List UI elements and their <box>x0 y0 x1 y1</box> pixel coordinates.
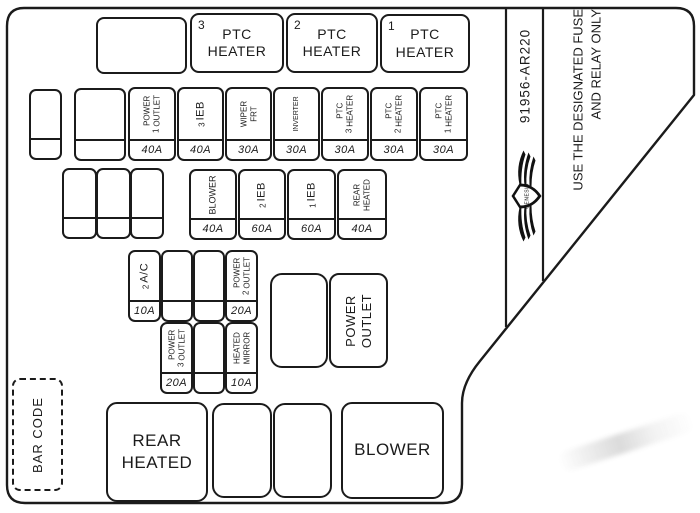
fuse-prefix: 1 <box>443 128 453 134</box>
fuse-label: POWER OUTLET <box>231 257 251 289</box>
empty-fuse-slot <box>130 168 164 239</box>
relay-label: PTC HEATER <box>207 25 267 60</box>
fuse-amp: 40A <box>191 218 235 238</box>
fuse-wiper-frt: WIPER FRT 30A <box>225 87 272 161</box>
fuse-amp: 30A <box>372 139 416 159</box>
empty-relay-slot <box>96 17 187 74</box>
fuse-label: PTC HEATER <box>433 94 453 127</box>
fuse-amp: 10A <box>130 300 159 320</box>
fuse-prefix: 3 <box>344 128 354 134</box>
outline-path <box>5 6 696 505</box>
fuse-amp: 20A <box>227 300 256 320</box>
empty-fuse-slot <box>74 88 126 161</box>
relay-prefix: 1 <box>388 19 395 33</box>
relay-power-outlet: POWER OUTLET <box>329 273 388 368</box>
relay-blower: BLOWER <box>341 402 444 499</box>
empty-fuse-slot <box>193 322 225 394</box>
empty-fuse-slot <box>29 89 62 160</box>
relay-prefix: 3 <box>198 18 205 32</box>
fuse-blower: BLOWER 40A <box>189 169 237 240</box>
fuse-label: POWER OUTLET <box>142 95 161 127</box>
fuse-rear-heated: REAR HEATED 40A <box>337 169 387 240</box>
fuse-amp: 30A <box>323 139 367 159</box>
fuse-1-ptc-heater: 1 PTC HEATER 30A <box>419 87 468 161</box>
fuse-amp <box>64 217 95 237</box>
fuse-prefix: 3 <box>197 122 207 127</box>
relay-rear-heated: REAR HEATED <box>106 402 208 502</box>
fuse-3-ptc-heater: 3 PTC HEATER 30A <box>321 87 369 161</box>
fuse-amp <box>163 300 191 320</box>
empty-relay-slot <box>212 403 272 498</box>
fuse-amp <box>76 139 124 159</box>
fuse-amp: 40A <box>130 139 174 159</box>
empty-fuse-slot <box>193 250 225 322</box>
relay-2-ptc-heater: 2 PTC HEATER <box>286 13 378 73</box>
fuse-prefix: 2 <box>393 128 403 134</box>
relay-1-ptc-heater: 1 PTC HEATER <box>380 14 470 73</box>
empty-relay-slot <box>273 403 332 498</box>
relay-label: PTC HEATER <box>302 25 362 60</box>
fuse-3-power-outlet: 3 POWER OUTLET 20A <box>160 322 193 394</box>
genesis-logo: GENESIS <box>507 148 545 243</box>
fuse-label: IEB <box>304 181 317 201</box>
fuse-label: IEB <box>255 181 268 201</box>
fuse-label: INVERTER <box>292 96 300 132</box>
logo-text: GENESIS <box>524 182 530 208</box>
fuse-label: BLOWER <box>207 175 218 215</box>
fuse-label: REAR HEATED <box>352 178 371 211</box>
fuse-label: A/C <box>137 262 150 283</box>
fuse-amp <box>98 217 129 237</box>
fuse-prefix: 2 <box>141 284 151 290</box>
fuse-label: HEATED MIRROR <box>231 331 251 365</box>
fuse-2-power-outlet: 2 POWER OUTLET 20A <box>225 250 258 322</box>
relay-3-ptc-heater: 3 PTC HEATER <box>190 13 284 73</box>
empty-relay-slot <box>270 273 328 368</box>
fuse-prefix: 1 <box>308 202 318 208</box>
fuse-prefix: 2 <box>258 202 268 208</box>
fuse-label: WIPER FRT <box>238 100 258 128</box>
fuse-amp <box>132 217 162 237</box>
relay-label: POWER OUTLET <box>342 293 374 348</box>
genesis-wings-icon: GENESIS <box>511 150 541 241</box>
fuse-label: IEB <box>193 101 206 121</box>
fuse-label: POWER OUTLET <box>166 329 186 361</box>
fuse-inverter: INVERTER 30A <box>273 87 320 161</box>
part-number: 91956-AR220 <box>517 28 533 124</box>
fuse-amp: 30A <box>275 139 318 159</box>
fuse-label: PTC HEATER <box>384 94 403 127</box>
fuse-amp: 20A <box>162 372 191 392</box>
fuse-amp: 60A <box>289 218 334 238</box>
fuse-amp: 40A <box>339 218 385 238</box>
fuse-amp <box>31 138 60 158</box>
barcode-box: BAR CODE <box>12 378 63 491</box>
fuse-label: PTC HEATER <box>335 94 354 127</box>
fuse-amp: 30A <box>227 139 270 159</box>
relay-label: PTC HEATER <box>395 26 455 60</box>
fuse-amp <box>195 300 223 320</box>
fuse-heated-mirror: HEATED MIRROR 10A <box>225 322 258 394</box>
fuse-amp <box>195 372 223 392</box>
relay-prefix: 2 <box>294 18 301 32</box>
fuse-1-power-outlet: 1 POWER OUTLET 40A <box>128 87 176 161</box>
fuse-amp: 40A <box>179 139 222 159</box>
fuse-3-ieb: 3 IEB 40A <box>177 87 224 161</box>
empty-fuse-slot <box>62 168 97 239</box>
barcode-label: BAR CODE <box>29 396 45 473</box>
fuse-amp: 10A <box>227 372 256 392</box>
fuse-prefix: 2 <box>241 290 251 296</box>
fuse-2-ptc-heater: 2 PTC HEATER 30A <box>370 87 418 161</box>
empty-fuse-slot <box>96 168 131 239</box>
fuse-1-ieb: 1 IEB 60A <box>287 169 336 240</box>
fuse-amp: 30A <box>421 139 466 159</box>
fuse-2-ac: 2 A/C 10A <box>128 250 161 322</box>
fuse-amp: 60A <box>240 218 284 238</box>
fuse-prefix: 3 <box>176 362 186 368</box>
fuse-prefix: 1 <box>151 128 161 134</box>
empty-fuse-slot <box>161 250 193 322</box>
fuse-2-ieb: 2 IEB 60A <box>238 169 286 240</box>
